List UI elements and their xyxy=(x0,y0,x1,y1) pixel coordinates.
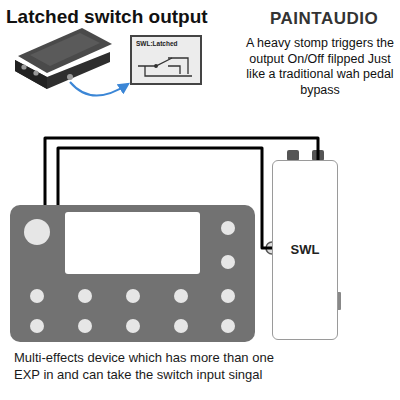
pointer-arrow xyxy=(70,82,128,96)
multi-effects-device xyxy=(10,205,255,342)
brand-logo: PAINTAUDIO xyxy=(270,8,378,29)
expression-pedal xyxy=(15,28,112,89)
swl-box: SWL xyxy=(272,160,338,340)
screen-ground xyxy=(130,35,202,85)
device-caption: Multi-effects device which has more than… xyxy=(14,350,278,384)
screenshot-box: SWL:Latched xyxy=(130,35,202,85)
note-text: A heavy stomp triggers the output On/Off… xyxy=(245,36,395,99)
title: Latched switch output xyxy=(6,6,208,28)
switch-symbol xyxy=(138,58,192,76)
node-label: SWL xyxy=(291,242,320,259)
cable xyxy=(58,148,272,248)
multi-effects-device: Multi-effects device which has more than… xyxy=(10,205,278,384)
node-label: SWL:Latched xyxy=(136,40,178,48)
